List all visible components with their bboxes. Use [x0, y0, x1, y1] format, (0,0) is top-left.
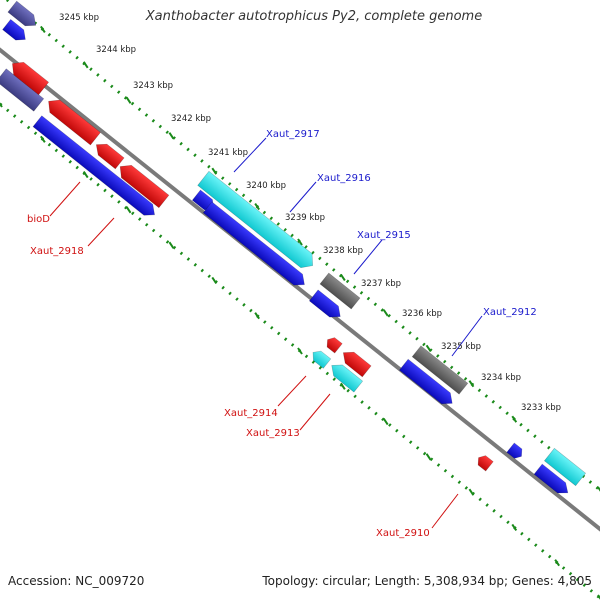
kbp-label: 3244 kbp: [96, 45, 136, 55]
gene-label-reverse[interactable]: Xaut_2914: [224, 408, 278, 419]
cds-red-biod-3[interactable]: [115, 160, 170, 209]
gene-label-forward[interactable]: Xaut_2916: [317, 173, 371, 184]
cds-red-small[interactable]: [92, 139, 125, 170]
cds-purple-top[interactable]: [7, 0, 40, 31]
major-tick: [597, 594, 600, 600]
major-tick: [82, 171, 89, 179]
gene-label-forward[interactable]: Xaut_2917: [266, 129, 320, 140]
cds-blue-right-small[interactable]: [506, 442, 525, 461]
gene-label-forward[interactable]: Xaut_2915: [357, 230, 411, 241]
major-tick: [211, 167, 218, 175]
cds-red-2914a[interactable]: [324, 335, 343, 354]
major-tick: [425, 453, 432, 461]
leader-xaut-2918: [87, 217, 115, 247]
major-tick: [597, 486, 600, 492]
major-tick: [0, 102, 3, 108]
cds-blue-right[interactable]: [533, 463, 572, 498]
kbp-label: 3233 kbp: [521, 403, 561, 413]
kbp-label: 3235 kbp: [441, 342, 481, 352]
major-tick: [297, 238, 303, 246]
cds-red-2910[interactable]: [475, 453, 494, 472]
major-tick: [425, 344, 432, 352]
major-tick: [40, 25, 46, 33]
major-tick: [340, 273, 346, 281]
kbp-label: 3234 kbp: [481, 373, 521, 383]
leader-biod: [49, 181, 81, 217]
kbp-label: 3245 kbp: [59, 13, 99, 23]
cds-blue-2912[interactable]: [398, 358, 456, 409]
cds-red-2914b[interactable]: [339, 347, 372, 378]
label-leader-lines: [49, 137, 483, 529]
leader-xaut-2917: [233, 137, 267, 173]
major-tick: [254, 203, 260, 211]
leader-xaut-2915: [353, 239, 383, 275]
leader-xaut-2914: [277, 375, 307, 407]
kbp-label: 3236 kbp: [402, 309, 442, 319]
cds-blue-top[interactable]: [2, 19, 30, 44]
gene-label-forward[interactable]: Xaut_2912: [483, 307, 537, 318]
leader-xaut-2910: [431, 493, 459, 529]
kbp-label: 3241 kbp: [208, 148, 248, 158]
cds-cyan-2914[interactable]: [309, 348, 332, 369]
map-title: Xanthobacter autotrophicus Py2, complete…: [145, 9, 483, 24]
cds-gray-2915[interactable]: [319, 272, 361, 310]
cds-blue-2918[interactable]: [32, 115, 159, 221]
kbp-label: 3240 kbp: [246, 181, 286, 191]
major-tick: [125, 206, 132, 214]
cds-features: [0, 0, 587, 498]
kbp-label: 3242 kbp: [171, 114, 211, 124]
major-tick: [468, 488, 475, 496]
gene-label-reverse[interactable]: Xaut_2918: [30, 246, 84, 257]
leader-xaut-2912: [451, 315, 483, 357]
major-tick: [254, 312, 260, 320]
major-tick: [168, 132, 175, 140]
major-tick: [554, 559, 560, 567]
major-tick: [340, 382, 346, 390]
leader-xaut-2916: [289, 181, 317, 213]
major-tick: [125, 96, 132, 104]
major-tick: [511, 415, 518, 423]
major-tick: [82, 61, 89, 69]
kbp-scale-labels: 3245 kbp 3244 kbp 3243 kbp 3242 kbp 3241 kbp…: [59, 13, 561, 413]
cds-red-biod-2[interactable]: [44, 95, 101, 146]
major-tick: [297, 347, 303, 355]
gene-label-reverse[interactable]: bioD: [27, 214, 50, 225]
kbp-label: 3243 kbp: [133, 81, 173, 91]
leader-xaut-2913: [299, 393, 331, 431]
gene-label-reverse[interactable]: Xaut_2910: [376, 528, 430, 539]
gene-label-reverse[interactable]: Xaut_2913: [246, 428, 300, 439]
cds-cyan-2917[interactable]: [197, 170, 319, 272]
cds-blue-2915[interactable]: [308, 289, 344, 322]
major-tick: [382, 418, 389, 426]
cds-cyan-right[interactable]: [543, 447, 587, 487]
cds-gray-2912[interactable]: [411, 345, 469, 395]
major-tick: [211, 276, 218, 284]
outer-tick-track: [4, 0, 600, 492]
major-tick: [382, 309, 389, 317]
major-tick: [468, 380, 475, 388]
kbp-label: 3237 kbp: [361, 279, 401, 289]
kbp-label: 3238 kbp: [323, 246, 363, 256]
genome-backbone: [0, 47, 600, 532]
kbp-label: 3239 kbp: [285, 213, 325, 223]
genome-summary-text: Topology: circular; Length: 5,308,934 bp…: [262, 574, 592, 588]
major-tick: [168, 241, 175, 249]
major-tick: [40, 135, 46, 143]
cds-red-biod-1[interactable]: [7, 57, 50, 96]
cds-cyan-2913[interactable]: [327, 360, 364, 393]
cds-blue-2916[interactable]: [202, 201, 309, 290]
major-tick: [511, 523, 518, 531]
accession-text: Accession: NC_009720: [8, 574, 145, 588]
